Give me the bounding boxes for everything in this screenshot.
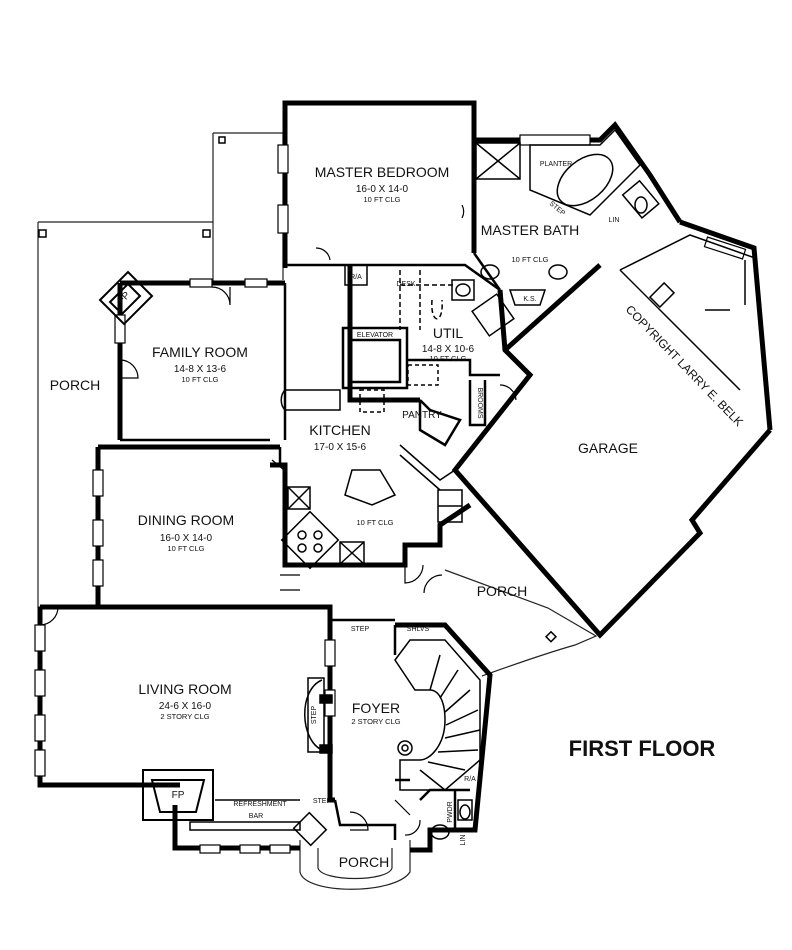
- shlvs-label: SHLVS: [407, 626, 430, 633]
- planter-label: PLANTER: [540, 161, 572, 168]
- master-bath-line1: MASTER BATH: [481, 222, 580, 238]
- step-living-label: STEP: [311, 706, 318, 725]
- porch-posts: [38, 136, 558, 643]
- master-bedroom-name: MASTER BEDROOM: [315, 164, 450, 180]
- foyer-name: FOYER: [352, 700, 400, 716]
- step-kitchen-label: STEP: [351, 626, 370, 633]
- living-room-ceiling: 2 STORY CLG: [160, 712, 209, 721]
- desk-label: DESK: [396, 281, 415, 288]
- family-room-ceiling: 10 FT CLG: [182, 375, 219, 384]
- refreshment-label: REFRESHMENT: [233, 801, 287, 808]
- fireplaces: [98, 270, 214, 821]
- lin-bath-label: LIN: [609, 217, 620, 224]
- refreshment-bar-fixtures: [189, 799, 328, 847]
- master-bedroom-size: 16-0 X 14-0: [356, 184, 409, 195]
- porch-east-name: PORCH: [477, 583, 528, 599]
- porch-west-name: PORCH: [50, 377, 101, 393]
- powder-fixtures: [430, 799, 473, 840]
- foyer-ceiling: 2 STORY CLG: [351, 717, 400, 726]
- interior-walls: [120, 252, 502, 840]
- step-bar-label: STEP: [313, 798, 332, 805]
- room-labels: MASTER BEDROOM 16-0 X 14-0 10 FT CLG MAS…: [50, 164, 638, 870]
- ks-label: K.S.: [523, 296, 536, 303]
- master-bath-fixtures: [475, 128, 660, 306]
- util-ceiling: 10 FT CLG: [430, 354, 467, 363]
- dining-room-ceiling: 10 FT CLG: [168, 544, 205, 553]
- doors: [39, 204, 517, 836]
- porch-front-name: PORCH: [339, 854, 390, 870]
- util-fixtures: [344, 264, 515, 337]
- pantry-label: PANTRY: [402, 410, 442, 421]
- lin-pwdr-label: LIN: [460, 835, 467, 846]
- ra-top-label: R/A: [350, 274, 362, 281]
- kitchen-name: KITCHEN: [309, 422, 370, 438]
- util-name: UTIL: [433, 325, 464, 341]
- elevator-label: ELEVATOR: [357, 332, 393, 339]
- living-room-name: LIVING ROOM: [138, 681, 231, 697]
- ra-foyer-label: R/A: [464, 776, 476, 783]
- family-room-name: FAMILY ROOM: [152, 344, 248, 360]
- living-room-size: 24-6 X 16-0: [159, 701, 212, 712]
- garage-details: [619, 234, 756, 391]
- brooms-label: BROOMS: [476, 387, 483, 418]
- master-bedroom-ceiling: 10 FT CLG: [364, 195, 401, 204]
- windows: [34, 134, 747, 854]
- garage-name: GARAGE: [578, 440, 638, 456]
- master-bath-name: MASTER BATH: [481, 222, 580, 238]
- family-room-size: 14-8 X 13-6: [174, 364, 227, 375]
- kitchen-fixtures: [280, 364, 463, 570]
- dining-room-size: 16-0 X 14-0: [160, 533, 213, 544]
- foyer-stair: [304, 639, 481, 791]
- dining-room-name: DINING ROOM: [138, 512, 234, 528]
- floor-title: FIRST FLOOR: [569, 736, 716, 761]
- kitchen-size: 17-0 X 15-6: [314, 442, 367, 453]
- master-bath-ceiling: 10 FT CLG: [512, 255, 549, 264]
- fp-living-label: FP: [172, 790, 185, 801]
- pwdr-label: PWDR: [447, 801, 454, 822]
- bar-label: BAR: [249, 813, 263, 820]
- util-size: 14-8 X 10-6: [422, 344, 475, 355]
- fixture-labels: PLANTER LIN STEP K.S. R/A DESK ELEVATOR …: [116, 161, 620, 845]
- kitchen-ceiling: 10 FT CLG: [357, 518, 394, 527]
